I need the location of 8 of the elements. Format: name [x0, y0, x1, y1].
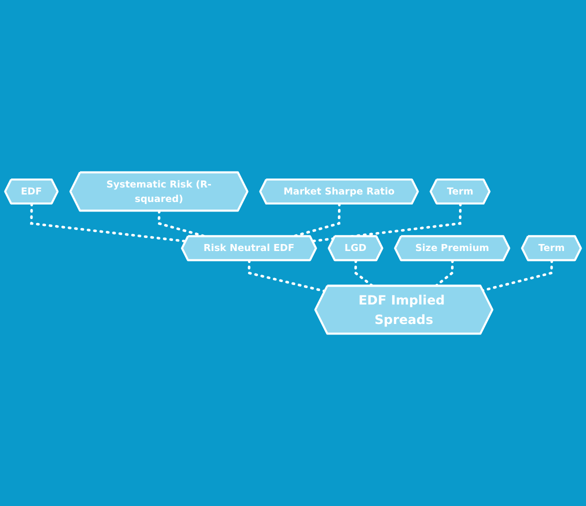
connector — [482, 259, 554, 292]
connector — [434, 259, 454, 288]
connector — [158, 210, 207, 238]
connector — [311, 202, 462, 242]
connector — [30, 202, 188, 243]
connector — [248, 259, 326, 293]
connector — [292, 202, 341, 238]
connector — [354, 259, 374, 288]
